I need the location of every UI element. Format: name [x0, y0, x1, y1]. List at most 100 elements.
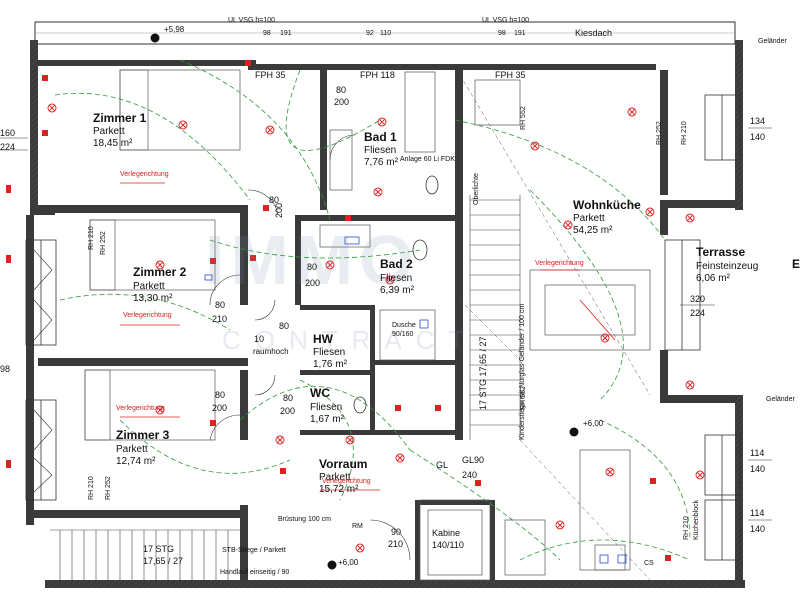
dimension-lines: [0, 127, 772, 521]
window-dim: 191: [280, 30, 292, 37]
window-dim: 98: [263, 30, 271, 37]
room-name: Wohnküche: [573, 198, 641, 212]
room-name: Zimmer 1: [93, 111, 147, 125]
dimension: 114: [750, 508, 765, 518]
room-floor: Fliesen: [310, 402, 343, 413]
room-floor: Parkett: [573, 213, 605, 224]
window-dim: 110: [380, 30, 392, 37]
window-fph: FPH 35: [495, 70, 526, 80]
red-arrows: [120, 182, 616, 491]
room-floor: Parkett: [133, 281, 165, 292]
dimension: 140: [750, 464, 766, 474]
ceiling-height: RH 252: [105, 476, 112, 500]
room-name: Zimmer 3: [116, 428, 170, 442]
cabin-label: Kabine: [432, 528, 461, 538]
flooring-direction: Verlegerichtung: [116, 405, 165, 412]
dimension: 114: [750, 448, 765, 458]
dimension: 80: [307, 262, 318, 272]
room-name: Bad 1: [364, 130, 397, 144]
window-fph: FPH 35: [255, 70, 286, 80]
room-floor: Fliesen: [364, 145, 397, 156]
parapet-label: Brüstung 100 cm: [278, 516, 331, 523]
room-name: Zimmer 2: [133, 265, 187, 279]
room-area: 1,76 m²: [313, 359, 347, 370]
dimension: 98: [0, 364, 11, 374]
dimension: 90: [391, 527, 402, 537]
room-area: 1,67 m²: [310, 414, 344, 425]
dimension: 200: [274, 202, 284, 218]
ceiling-height: RH 552: [520, 386, 527, 410]
room-area: 12,74 m²: [116, 456, 156, 467]
room-floor: Parkett: [319, 472, 351, 483]
dimension: 10: [254, 334, 265, 344]
door-dim: 200: [334, 97, 350, 107]
room-floor: Parkett: [116, 444, 148, 455]
stair-ratio: 17,65 / 27: [143, 556, 184, 566]
dimension: 200: [280, 406, 296, 416]
dimension: 80: [283, 393, 294, 403]
dimension: 320: [690, 294, 706, 304]
toilets: [353, 175, 439, 414]
blue-fixtures: [204, 236, 627, 564]
window-left-sash: [33, 249, 53, 493]
room-name: WC: [310, 386, 330, 400]
elevation-marker: [150, 33, 579, 570]
ceiling-height: RH 210: [88, 476, 95, 500]
dimension: 200: [305, 278, 321, 288]
window-right: [664, 94, 741, 561]
elevation-label: +6,00: [338, 558, 359, 567]
ceiling-height: RH 252: [656, 121, 663, 145]
shower-label: Dusche: [392, 322, 416, 329]
dashed-lines: [459, 74, 651, 581]
window-dim: 191: [514, 30, 526, 37]
room-floor: Fliesen: [380, 273, 413, 284]
room-area: 6,06 m²: [696, 273, 730, 284]
kitchen-label: Küchenblock: [693, 499, 700, 540]
ceiling-height: RH 210: [88, 226, 95, 250]
door-swings: [209, 134, 411, 561]
window-dim: 92: [366, 30, 374, 37]
cut-marker: E: [792, 257, 800, 271]
cabin-size: 140/110: [432, 540, 464, 550]
circuit-arcs: [54, 59, 691, 561]
door-label: GL: [436, 460, 449, 470]
flooring-direction: Verlegerichtung: [120, 171, 169, 178]
railing-note: Kinderstiege mit Nurglas-Geländer / 100 …: [519, 303, 526, 440]
room-floor: Parkett: [93, 126, 125, 137]
door-dim: 240: [462, 470, 478, 480]
wall-hatch: [735, 40, 743, 210]
room-floor: Fliesen: [313, 347, 346, 358]
dimension: 224: [0, 142, 16, 152]
shower-size: 90/160: [392, 331, 414, 338]
dimension: 210: [212, 314, 228, 324]
room-area: 15,72 m²: [319, 484, 359, 495]
door-dim: 80: [336, 85, 347, 95]
dimension: 224: [690, 308, 706, 318]
stairs: [50, 195, 521, 580]
dimension: 200: [212, 403, 228, 413]
flooring-direction: Verlegerichtung: [535, 260, 584, 267]
room-area: 13,30 m²: [133, 293, 173, 304]
ceiling-height: RH 210: [683, 516, 690, 540]
smoke-detector-label: RM: [352, 523, 363, 530]
roof-label: Kiesdach: [575, 28, 613, 38]
window-note: UL VSG h=100: [482, 17, 530, 24]
room-area: 6,39 m²: [380, 285, 414, 296]
dimension: 140: [750, 524, 766, 534]
interior-walls: [38, 70, 495, 580]
dimension: 80: [269, 195, 280, 205]
room-area: 7,76 m²: [364, 157, 398, 168]
window-note: UL VSG h=100: [228, 17, 276, 24]
elevation-label: +5,98: [164, 25, 185, 34]
door-label: GL90: [462, 455, 485, 465]
railing-label: Geländer: [766, 396, 795, 403]
window-fph: FPH 118: [360, 70, 395, 80]
wall-hatch: [45, 580, 740, 588]
furniture: [84, 69, 651, 581]
skylight-label: Oberlichte: [473, 173, 480, 205]
dimension: 80: [279, 321, 290, 331]
room-name: HW: [313, 332, 333, 346]
flooring-direction: Verlegerichtung: [322, 478, 371, 485]
stair-label: 17 STG 17,65 / 27: [478, 336, 488, 410]
